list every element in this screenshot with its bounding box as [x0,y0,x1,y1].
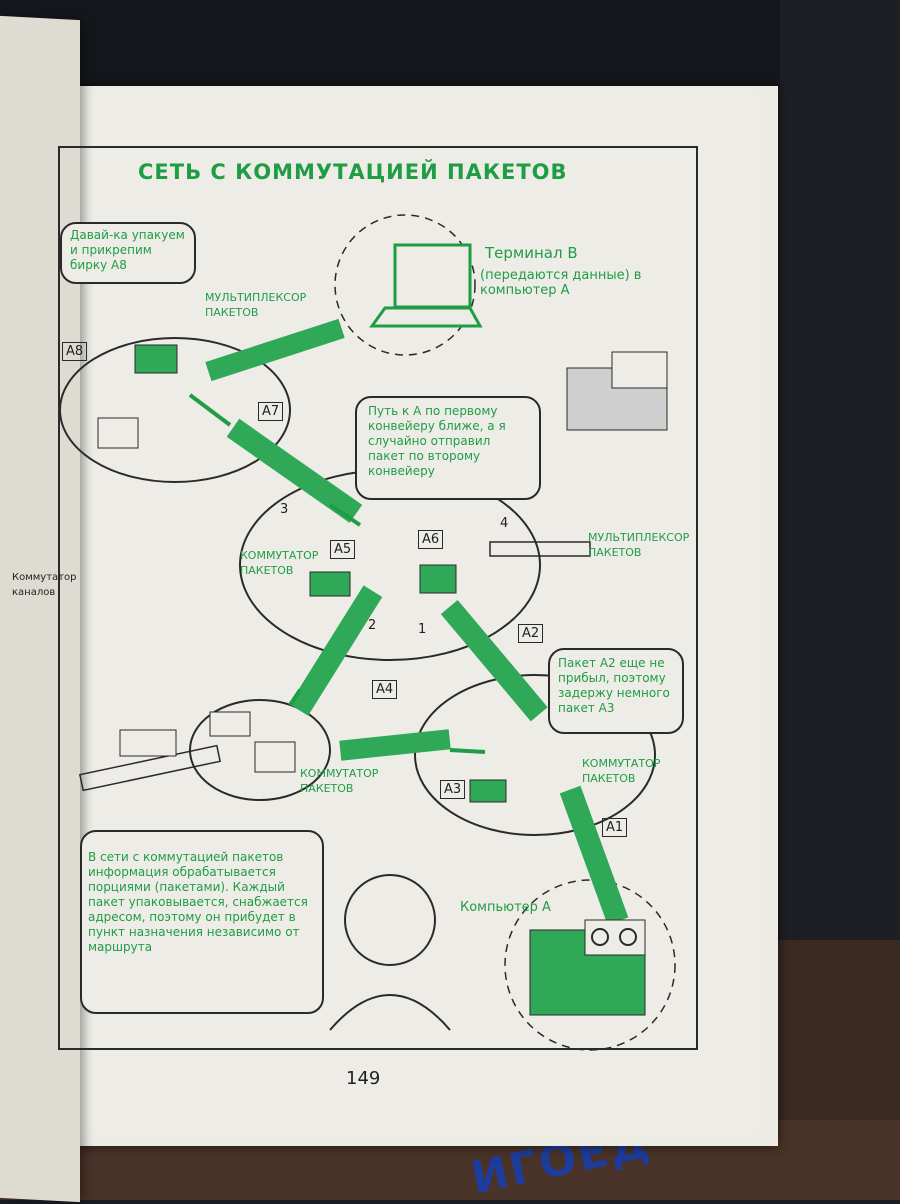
conveyor-right-down [559,785,629,925]
tag-a1: А1 [602,818,628,837]
flow-arrow [288,688,302,707]
packet [134,344,178,374]
packet [419,564,457,594]
background-dark [780,0,900,940]
bubble-path-text: Путь к А по первому конвейеру ближе, а я… [368,404,506,478]
conveyor-diag-2 [289,585,383,716]
label-channel-switch: Коммутатор каналов [12,572,77,598]
packet [119,729,177,757]
tag-a5: А5 [330,540,356,559]
bubble-path [355,396,541,500]
label-switch-bottom: КОММУТАТОР ПАКЕТОВ [300,767,379,795]
boy-body [329,994,451,1031]
route-mark-2: 2 [368,618,377,633]
bubble-explain-text: В сети с коммутацией пакетов информация … [88,850,308,954]
turntable-bottom-right [414,674,656,836]
route-mark-3: 3 [280,502,289,517]
conveyor-diag-1 [226,418,363,523]
page-title: СЕТЬ С КОММУТАЦИЕЙ ПАКЕТОВ [138,160,568,184]
bubble-a2-text: Пакет А2 еще не прибыл, поэтому задержу … [558,656,670,715]
route-mark-1: 1 [418,622,427,637]
flow-arrow [328,503,362,527]
computer-gray-screen [611,351,668,389]
computer-dashed-circle [504,879,676,1051]
turntable-top-left [59,337,291,483]
boy-head [344,874,436,966]
bubble-a2 [548,648,684,734]
label-computer-a: Компьютер А [460,900,551,915]
label-switch-right: КОММУТАТОР ПАКЕТОВ [582,757,661,785]
route-mark-4: 4 [500,516,509,531]
tag-a6: А6 [418,530,444,549]
packet [209,711,251,737]
bubble-explain [80,830,324,1014]
computer-a-reel [591,928,609,946]
conveyor-gray-left [78,744,222,792]
tag-a3: А3 [440,780,466,799]
tag-a2: А2 [518,624,544,643]
packet [254,741,296,773]
terminal-dashed-circle [334,214,476,356]
flow-arrow [449,748,486,754]
computer-a-reel [619,928,637,946]
bubble-pack [60,222,196,284]
label-mux-top: МУЛЬТИПЛЕКСОР ПАКЕТОВ [205,291,307,319]
page-number: 149 [346,1068,381,1089]
label-terminal-b-note: (передаются данные) в компьютер А [480,268,642,298]
background-wall [0,0,900,90]
packet [309,571,351,597]
label-switch-left: КОММУТАТОР ПАКЕТОВ [240,549,319,577]
tag-a8: А8 [62,342,88,361]
conveyor-diag-3 [440,599,548,722]
illustration-frame [58,146,698,1050]
tag-a4: А4 [372,680,398,699]
terminal-screen [393,243,472,309]
tag-a7: А7 [258,402,284,421]
bubble-pack-text: Давай-ка упакуем и прикрепим бирку А8 [70,228,185,272]
terminal-keyboard [369,306,483,328]
turntable-bottom-left [189,699,331,801]
conveyor-bottom [339,729,451,761]
label-terminal-b: Терминал В [485,244,578,262]
label-mux-right: МУЛЬТИПЛЕКСОР ПАКЕТОВ [588,531,690,559]
packet [469,779,507,803]
conveyor-top [205,318,345,382]
conveyor-gray-right [489,541,591,557]
packet [97,417,139,449]
flow-arrow [188,393,232,427]
